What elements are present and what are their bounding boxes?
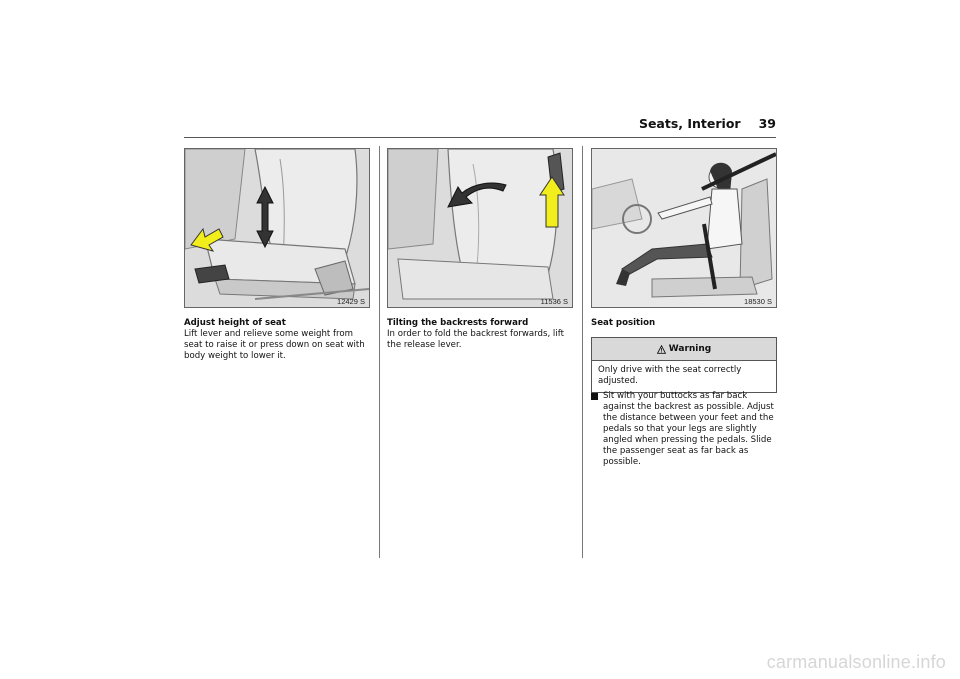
seat-height-body: Lift lever and relieve some weight from … [184, 329, 365, 361]
seat-position-bullet-text: Sit with your buttocks as far back again… [603, 391, 774, 467]
figure-backrest: 11536 S [387, 148, 573, 308]
seat-position-illustration [592, 149, 776, 307]
seat-position-bullet: Sit with your buttocks as far back again… [591, 391, 779, 468]
backrest-section: Tilting the backrests forward In order t… [387, 318, 573, 351]
figure-seat-height: 12429 S [184, 148, 370, 308]
backrest-body: In order to fold the backrest forwards, … [387, 329, 564, 350]
warning-title-bar: Warning [592, 338, 776, 361]
page-number: 39 [758, 116, 776, 131]
column-divider [582, 146, 583, 558]
seat-position-section: Seat position [591, 318, 779, 329]
watermark: carmanualsonline.info [766, 652, 946, 672]
seat-height-section: Adjust height of seat Lift lever and rel… [184, 318, 374, 362]
seat-height-heading: Adjust height of seat [184, 318, 286, 328]
header-divider [184, 137, 776, 138]
warning-title: Warning [668, 344, 712, 354]
backrest-illustration [388, 149, 572, 307]
figure-code: 11536 S [540, 297, 568, 306]
figure-code: 12429 S [337, 297, 365, 306]
seat-position-heading: Seat position [591, 318, 656, 328]
figure-seat-position: 18530 S [591, 148, 777, 308]
seat-height-illustration [185, 149, 369, 307]
backrest-heading: Tilting the backrests forward [387, 318, 529, 328]
column-divider [379, 146, 380, 558]
section-title: Seats, Interior [638, 116, 741, 131]
bullet-square-icon [591, 393, 598, 400]
warning-triangle-icon [656, 344, 666, 354]
warning-box: Warning Only drive with the seat correct… [591, 337, 777, 393]
figure-code: 18530 S [744, 297, 772, 306]
page-header: Seats, Interior 39 [639, 116, 776, 131]
warning-body: Only drive with the seat correctly adjus… [592, 361, 776, 392]
